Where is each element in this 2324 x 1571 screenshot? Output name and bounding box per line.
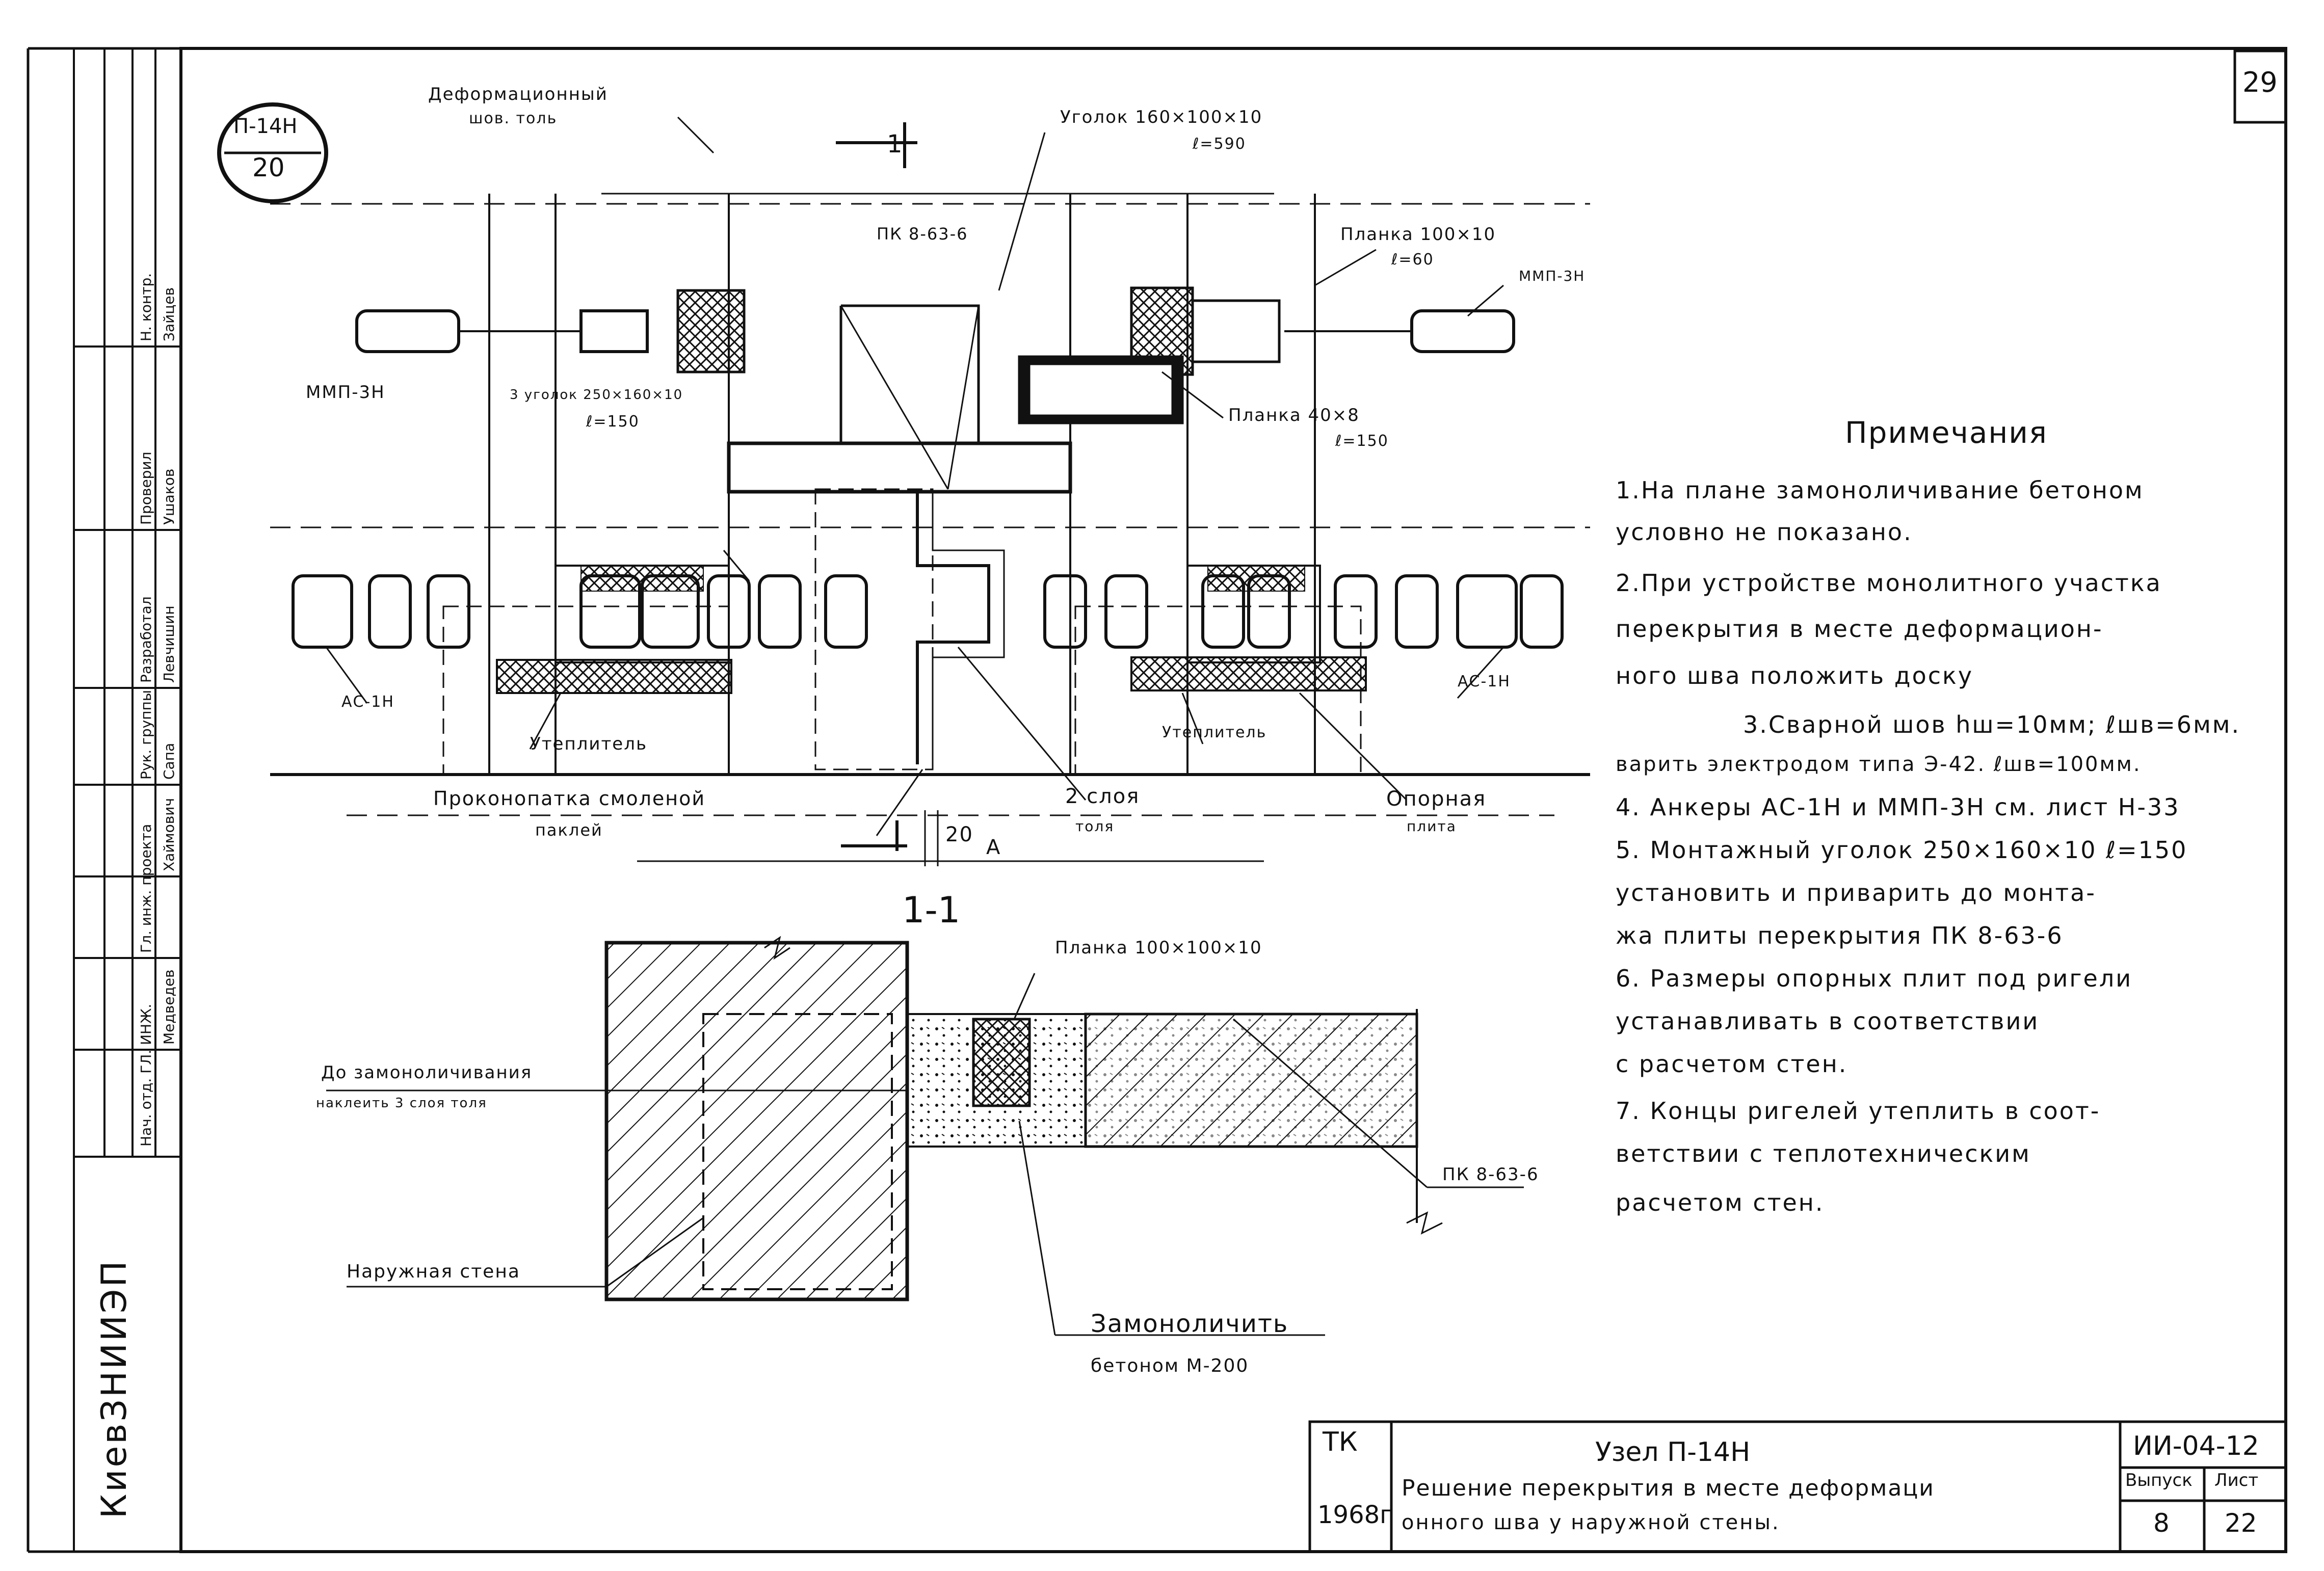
side-stamp-row: Рук. группы <box>138 690 154 780</box>
expansion-joint-label-2: шов. толь <box>469 110 558 127</box>
section-slab-label: ПК 8-63-6 <box>1442 1164 1539 1185</box>
title-block-node: Узел П-14Н <box>1595 1437 1751 1468</box>
title-block-sheet: 22 <box>2225 1508 2257 1538</box>
node-badge-bottom: 20 <box>252 153 285 182</box>
before-monolith-label: До замоноличивания <box>321 1062 533 1083</box>
slab-label: ПК 8-63-6 <box>877 224 968 244</box>
note-line: устанавливать в соответствии <box>1616 1007 2040 1035</box>
insulation-left-label: Утеплитель <box>530 734 647 754</box>
side-stamp-row: Разработал <box>138 596 154 683</box>
note-line: с расчетом стен. <box>1616 1050 1848 1078</box>
node-badge-top: П-14Н <box>233 115 298 138</box>
mark-a: А <box>986 836 1001 859</box>
note-line: установить и приварить до монта- <box>1616 879 2096 907</box>
before-monolith-label-2: наклеить 3 слоя толя <box>316 1096 487 1111</box>
two-layers-label-2: толя <box>1075 818 1115 835</box>
note-line: 6. Размеры опорных плит под ригели <box>1616 965 2133 992</box>
plan-view <box>270 116 1590 866</box>
note-line: 5. Монтажный уголок 250×160×10 ℓ=150 <box>1616 836 2188 864</box>
title-block-desc-1: Решение перекрытия в месте деформаци <box>1402 1475 1935 1501</box>
angle-length: ℓ=590 <box>1193 135 1246 153</box>
note-line: перекрытия в месте деформацион- <box>1616 615 2103 643</box>
side-stamp-grid <box>73 48 181 1552</box>
title-block-year: 1968г <box>1317 1501 1393 1529</box>
side-stamp-name: Сапа <box>161 742 177 780</box>
title-block-issue: 8 <box>2153 1508 2170 1538</box>
title-block-tk: ТК <box>1323 1427 1358 1457</box>
note-line: жа плиты перекрытия ПК 8-63-6 <box>1616 922 2064 949</box>
title-block-issue-label: Выпуск <box>2125 1470 2193 1490</box>
title-block-grid <box>1308 1420 2287 1553</box>
section-mark: 1 <box>887 130 904 158</box>
title-block-code: ИИ-04-12 <box>2133 1431 2259 1461</box>
outer-wall-label: Наружная стена <box>347 1261 520 1282</box>
side-stamp-name: Зайцев <box>161 287 177 341</box>
angle2-label: 3 уголок 250×160×10 <box>510 387 683 403</box>
angle2-length: ℓ=150 <box>586 413 640 431</box>
note-line: 3.Сварной шов hш=10мм; ℓшв=6мм. <box>1743 711 2241 738</box>
note-line: 4. Анкеры АС-1Н и ММП-3Н см. лист Н-33 <box>1616 793 2180 821</box>
sheet-frame <box>27 47 2287 1553</box>
title-block-sheet-label: Лист <box>2214 1470 2259 1490</box>
side-stamp-name: Медведев <box>161 969 177 1045</box>
side-stamp-name: Ушаков <box>161 468 177 525</box>
side-stamp-name: Хаймович <box>161 797 177 871</box>
side-stamp-row: Гл. инж. проекта <box>138 823 154 953</box>
notes-list: 1.На плане замоноличивание бетоном услов… <box>1616 476 2278 1232</box>
side-stamp-org: КиевЗНИИЭП <box>94 1259 135 1519</box>
bearing-plate-label-2: плита <box>1407 818 1457 835</box>
section-plate-label: Планка 100×100×10 <box>1055 938 1262 958</box>
monolith-label: Замоноличить <box>1091 1310 1289 1338</box>
anchor-right-label: ММП-3Н <box>1519 268 1586 284</box>
section-title: 1-1 <box>902 889 961 931</box>
note-line: 2.При устройстве монолитного участка <box>1616 569 2162 597</box>
plate-length: ℓ=60 <box>1391 251 1434 269</box>
two-layers-label: 2 слоя <box>1065 785 1140 808</box>
note-line: ветствии с теплотехническим <box>1616 1140 2031 1167</box>
bearing-plate-label: Опорная <box>1386 787 1487 811</box>
notes-title: Примечания <box>1845 415 2048 450</box>
plate2-length: ℓ=150 <box>1335 432 1389 450</box>
angle-label: Уголок 160×100×10 <box>1060 107 1263 127</box>
anchor-left-label: ММП-3Н <box>306 382 385 403</box>
node-badge-circle <box>217 102 328 203</box>
plate2-label: Планка 40×8 <box>1228 405 1360 425</box>
insulation-right-label: Утеплитель <box>1162 724 1267 741</box>
monolith-label-2: бетоном М-200 <box>1091 1355 1249 1376</box>
sheet-number: 29 <box>2242 66 2278 98</box>
caulking-label: Проконопатка смоленой <box>433 787 706 810</box>
note-line: 7. Концы ригелей утеплить в соот- <box>1616 1097 2101 1125</box>
dimension-20: 20 <box>945 823 973 846</box>
rebar-right-label: АС-1Н <box>1458 673 1511 690</box>
expansion-joint-label: Деформационный <box>428 84 608 104</box>
side-stamp-name: Левчишин <box>161 605 177 683</box>
side-stamp-row: Нач. отд. ГЛ. ИНЖ. <box>138 1003 154 1147</box>
note-line: расчетом стен. <box>1616 1189 1825 1216</box>
note-line: 1.На плане замоноличивание бетоном <box>1616 476 2144 504</box>
note-line: условно не показано. <box>1616 518 1913 546</box>
side-stamp-row: Проверил <box>138 451 154 525</box>
note-line: варить электродом типа Э-42. ℓшв=100мм. <box>1616 753 2142 776</box>
rebar-left-label: АС-1Н <box>341 693 394 711</box>
section-view <box>326 936 1524 1336</box>
note-line: ного шва положить доску <box>1616 662 1974 689</box>
side-stamp-row: Н. контр. <box>138 273 154 341</box>
plate-label: Планка 100×10 <box>1340 224 1496 245</box>
caulking-label-2: паклей <box>535 820 603 840</box>
title-block-desc-2: онного шва у наружной стены. <box>1402 1511 1780 1534</box>
